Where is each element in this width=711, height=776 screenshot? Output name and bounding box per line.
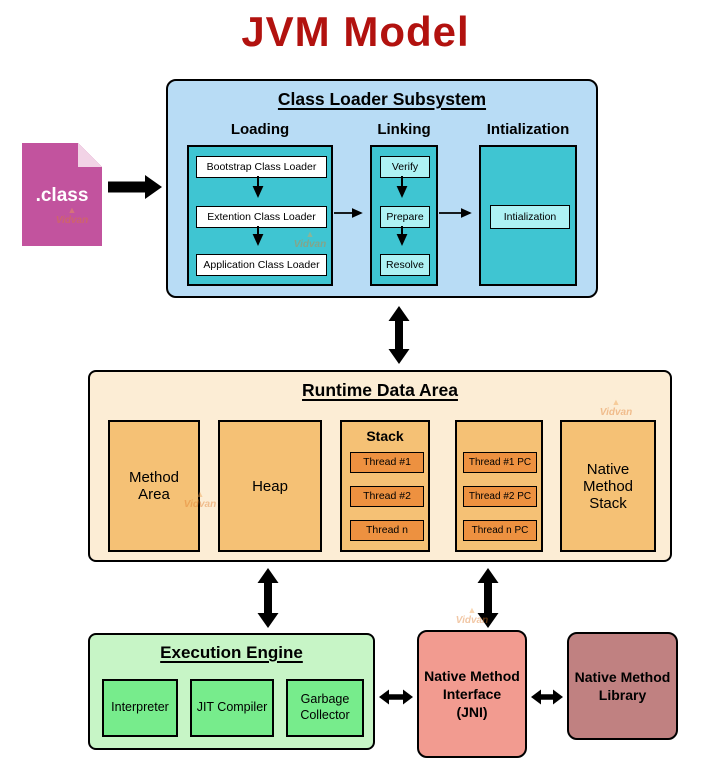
runtime-data-area-panel: Runtime Data Area Method Area Heap Stack… [88, 370, 672, 562]
class-file-icon: .class [22, 143, 102, 246]
stack-box: Stack Thread #1 Thread #2 Thread n [340, 420, 430, 552]
class-file-label: .class [35, 185, 89, 206]
thread-2-box: Thread #2 [350, 486, 424, 507]
library-line-1: Native Method [574, 668, 671, 685]
initialization-label: Intialization [486, 121, 570, 138]
heap-box: Heap [218, 420, 322, 552]
interpreter-box: Interpreter [102, 679, 178, 737]
thread-2-pc-box: Thread #2 PC [463, 486, 537, 507]
application-class-loader-box: Application Class Loader [196, 254, 327, 276]
initialization-inner-box: Intialization [490, 205, 570, 229]
thread-n-box: Thread n [350, 520, 424, 541]
loading-box: Bootstrap Class Loader Extention Class L… [187, 145, 333, 286]
linking-box: Verify Prepare Resolve [370, 145, 438, 286]
method-area-box: Method Area [108, 420, 200, 552]
linking-label: Linking [377, 121, 431, 138]
runtime-title: Runtime Data Area [302, 380, 458, 400]
arrow-jni-library [531, 689, 563, 705]
initialization-box: Intialization [479, 145, 577, 286]
jni-line-2: Interface [442, 685, 502, 702]
class-loader-subsystem-panel: Class Loader Subsystem Loading Linking I… [166, 79, 598, 298]
native-method-interface-box: Native Method Interface (JNI) [417, 630, 527, 758]
native-method-stack-box: Native Method Stack [560, 420, 656, 552]
thread-n-pc-box: Thread n PC [463, 520, 537, 541]
class-loader-title: Class Loader Subsystem [277, 89, 487, 109]
bootstrap-class-loader-box: Bootstrap Class Loader [196, 156, 327, 178]
native-method-library-box: Native Method Library [567, 632, 678, 740]
stack-label: Stack [366, 428, 404, 444]
jni-line-1: Native Method [424, 667, 520, 684]
thread-1-pc-box: Thread #1 PC [463, 452, 537, 473]
arrow-runtime-jni [477, 568, 499, 628]
verify-box: Verify [380, 156, 430, 178]
execution-engine-panel: Execution Engine Interpreter JIT Compile… [88, 633, 375, 750]
jit-compiler-box: JIT Compiler [190, 679, 274, 737]
page-fold-icon [78, 143, 102, 167]
watermark: ▲Vidvan [440, 606, 504, 626]
arrow-engine-jni [379, 689, 413, 705]
execution-engine-title: Execution Engine [160, 643, 303, 662]
prepare-box: Prepare [380, 206, 430, 228]
arrow-class-to-loader [108, 175, 162, 199]
thread-1-box: Thread #1 [350, 452, 424, 473]
extension-class-loader-box: Extention Class Loader [196, 206, 327, 228]
page-title: JVM Model [241, 8, 470, 55]
arrow-loader-runtime [388, 306, 410, 364]
jni-line-3: (JNI) [456, 704, 488, 721]
garbage-collector-box: Garbage Collector [286, 679, 364, 737]
loading-label: Loading [230, 121, 290, 138]
library-line-2: Library [598, 687, 647, 703]
pc-register-box: Thread #1 PC Thread #2 PC Thread n PC [455, 420, 543, 552]
flame-icon: ▲ [467, 605, 477, 615]
resolve-box: Resolve [380, 254, 430, 276]
arrow-runtime-engine [257, 568, 279, 628]
